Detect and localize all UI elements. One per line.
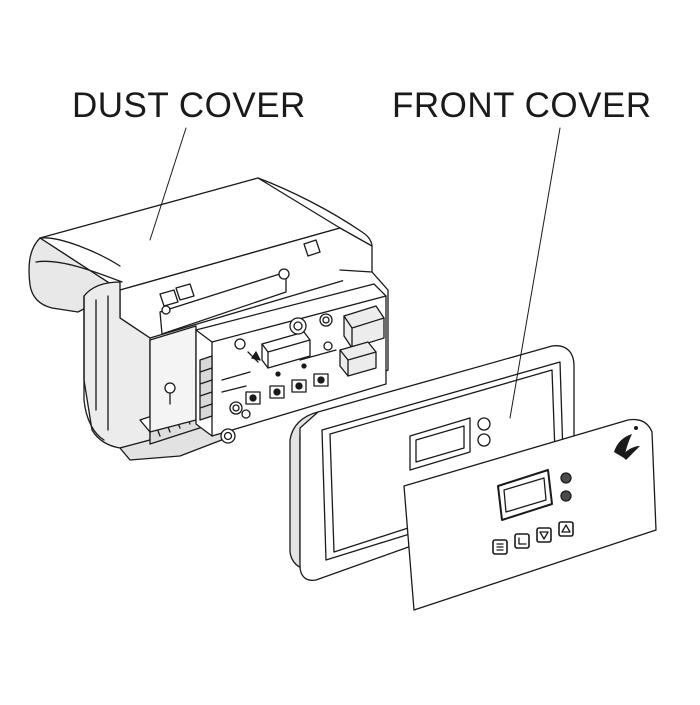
lcd-display	[497, 469, 553, 521]
up-arrow-icon	[558, 521, 574, 537]
brand-logo-icon	[614, 426, 640, 460]
front-cover	[289, 345, 575, 582]
down-arrow-icon	[536, 527, 552, 543]
indicator-led	[560, 472, 572, 484]
front-cover-label: FRONT COVER	[392, 86, 652, 125]
dust-cover-leader	[149, 127, 187, 241]
front-cover-leader	[509, 127, 561, 419]
membrane-keypad	[403, 418, 657, 611]
circuit-board	[195, 283, 387, 444]
indicator-led	[560, 490, 572, 502]
dust-cover-label: DUST COVER	[72, 86, 306, 125]
enter-icon	[514, 533, 530, 549]
menu-icon	[492, 539, 508, 555]
